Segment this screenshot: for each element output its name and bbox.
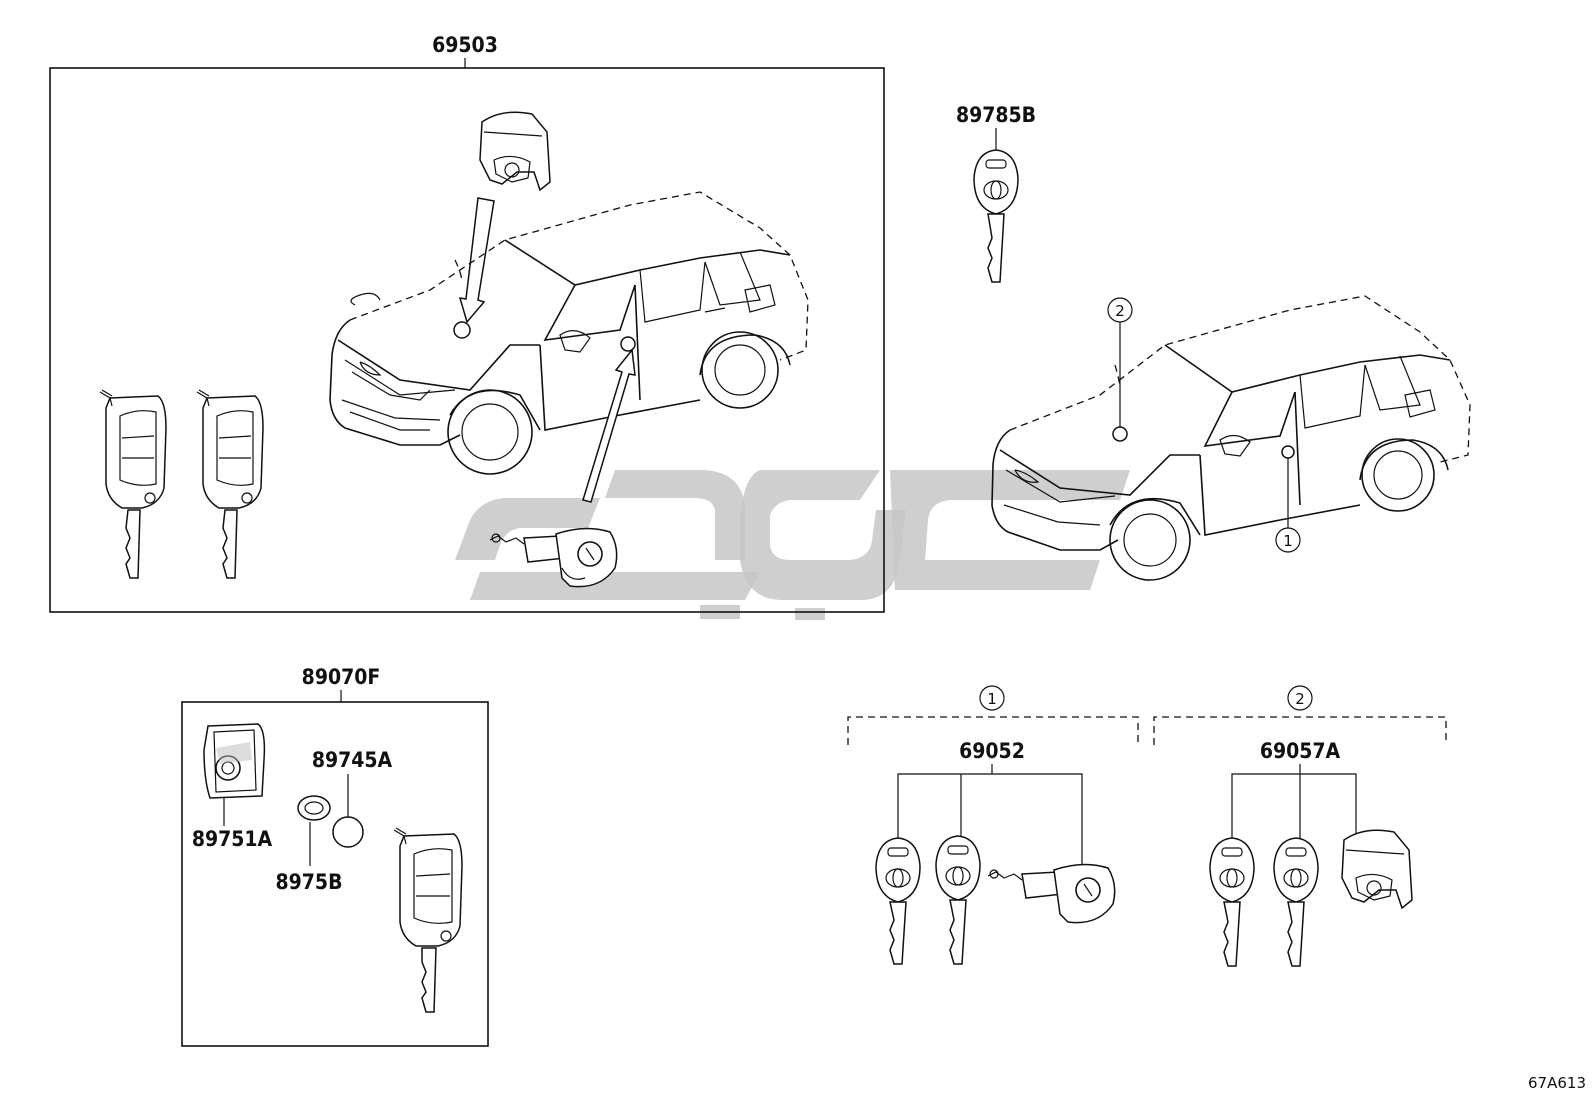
flip-key-kit-icon	[393, 827, 463, 1013]
door-lock-cylinder-set1-icon	[987, 863, 1116, 924]
kit-box	[181, 701, 489, 1047]
diagram-id: 67A613	[1528, 1074, 1586, 1092]
key-icon-set1-b	[935, 835, 981, 965]
master-key-icon	[973, 149, 1019, 283]
key-icon-set2-b	[1273, 837, 1319, 967]
arrow-to-hood	[453, 197, 495, 339]
master-key-89785B-group: 89785B	[956, 103, 1036, 283]
watermark-logo	[455, 470, 1130, 620]
transmitter-kit-89070F-group: 89070F 89751A 8975B 89745A	[181, 665, 489, 1047]
assembly-box	[49, 67, 885, 613]
door-lock-cylinder-icon	[489, 527, 618, 588]
flip-key-right-icon	[196, 389, 264, 579]
key-set-69057A-group: 2 69057A	[1153, 685, 1447, 967]
callout-1-bottom: 1	[1283, 532, 1293, 550]
key-icon-set1-a	[875, 837, 921, 965]
assembly-69503-group: 69503	[49, 33, 885, 613]
flip-key-left-icon	[99, 389, 167, 579]
part-label-69057A: 69057A	[1260, 739, 1341, 763]
part-label-69503: 69503	[432, 33, 498, 57]
key-cover-icon	[203, 723, 266, 799]
callout-1-set: 1	[987, 690, 997, 708]
part-label-69052: 69052	[959, 739, 1025, 763]
part-label-89751A: 89751A	[192, 827, 273, 851]
part-label-89070F: 89070F	[302, 665, 381, 689]
key-set-69052-group: 1 69052	[847, 685, 1139, 965]
ignition-cylinder-set2-icon	[1341, 829, 1413, 910]
key-icon-set2-a	[1209, 837, 1255, 967]
ignition-cylinder-icon	[479, 111, 551, 192]
part-label-89785B: 89785B	[956, 103, 1036, 127]
vehicle-suv-drawing	[329, 191, 809, 475]
callout-2-set: 2	[1295, 690, 1305, 708]
vehicle-callout-group: 2 1	[991, 295, 1471, 581]
part-label-89745A: 89745A	[312, 748, 393, 772]
seal-ring-icon	[297, 795, 331, 821]
part-label-8975B: 8975B	[276, 870, 343, 894]
vehicle-suv-right-drawing	[991, 295, 1471, 581]
callout-2-top: 2	[1115, 302, 1125, 320]
battery-icon	[332, 816, 364, 848]
arrow-to-door-lock	[582, 336, 636, 503]
